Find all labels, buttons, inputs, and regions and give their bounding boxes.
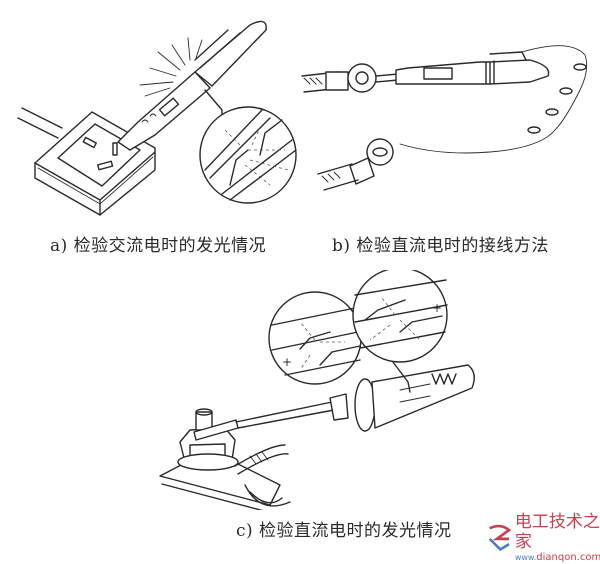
caption-panel-b: b) 检验直流电时的接线方法 [332, 236, 549, 256]
watermark-name: 电工技术之家 [514, 512, 600, 552]
panel-c-illustration: + + [150, 270, 500, 510]
watermark-url: dianqon.com [536, 552, 600, 563]
watermark-logo: 电工技术之家 www.dianqon.com [488, 512, 600, 564]
svg-text:+: + [282, 355, 292, 369]
svg-text:+: + [432, 301, 442, 315]
panel-a-illustration [0, 0, 300, 225]
caption-panel-c: c) 检验直流电时的发光情况 [236, 521, 452, 541]
watermark-z-icon [488, 524, 511, 552]
watermark-prefix: www. [514, 553, 537, 562]
panel-b-illustration [290, 0, 600, 225]
caption-panel-a: a) 检验交流电时的发光情况 [50, 236, 267, 256]
